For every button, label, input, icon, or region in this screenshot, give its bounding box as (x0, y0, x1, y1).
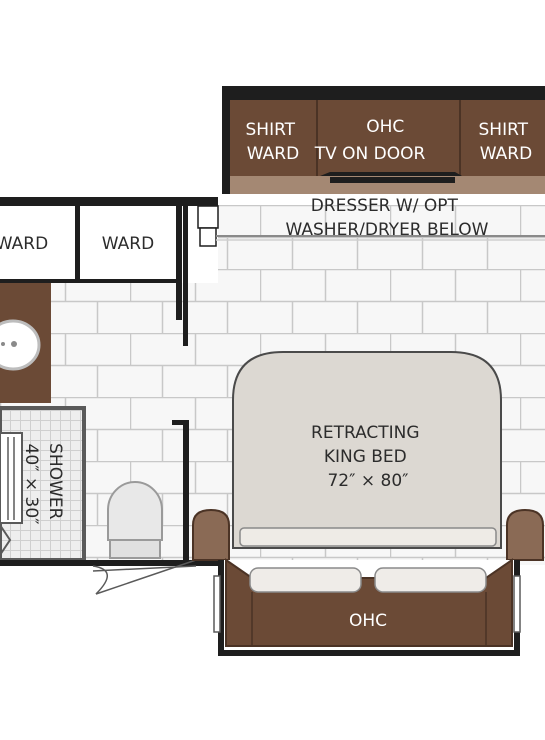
window-left (213, 575, 221, 633)
upper-cabinet-left-wall (222, 86, 230, 194)
pillow-left (249, 567, 362, 593)
bed-foot-rail (239, 527, 497, 547)
toilet-bowl (107, 481, 163, 541)
ohc-tv-label: OHC TV ON DOOR (314, 117, 426, 164)
door-jamb-cap (197, 205, 219, 229)
bath-door-swing (95, 559, 197, 595)
shower-seat (0, 432, 23, 524)
sink-faucet (1, 342, 5, 346)
bed-label: RETRACTING KING BED 72″ × 80″ (311, 423, 425, 491)
ward-divider (75, 206, 80, 283)
bath-door-arc (92, 565, 108, 595)
shirt-ward-right-label: SHIRT WARD (479, 120, 534, 164)
ohc-bottom-label: OHC (349, 611, 387, 631)
pillow-right (374, 567, 487, 593)
bath-partition-wall (183, 420, 189, 560)
shower-door-swing (0, 524, 12, 556)
toilet-tank (109, 539, 161, 559)
shower-label: SHOWER 40″ × 30″ (21, 443, 65, 525)
nightstand-left (192, 508, 230, 561)
upper-cabinet-frame (222, 86, 545, 100)
bath-partition-cap (172, 420, 189, 425)
ward-right-label: WARD (102, 234, 154, 254)
nightstand-right (506, 508, 544, 561)
bath-bottom-wall (0, 560, 222, 566)
ward-top-wall (0, 197, 218, 206)
king-bed (232, 351, 502, 549)
ward-bottom-edge (0, 279, 180, 283)
sink-drain (11, 341, 17, 347)
ward-right-edge (176, 206, 182, 320)
ward-left-label: WARD (0, 234, 48, 254)
sink-bowl (0, 319, 41, 371)
door-jamb-post (183, 206, 188, 346)
wall-stub (199, 227, 217, 247)
upper-cabinet-counter (230, 176, 545, 194)
tv-icon (320, 172, 462, 176)
shirt-ward-left-label: SHIRT WARD (246, 120, 301, 164)
bath-door-step (92, 565, 197, 572)
upper-cabinet-body (230, 100, 545, 176)
window-right (513, 575, 521, 633)
